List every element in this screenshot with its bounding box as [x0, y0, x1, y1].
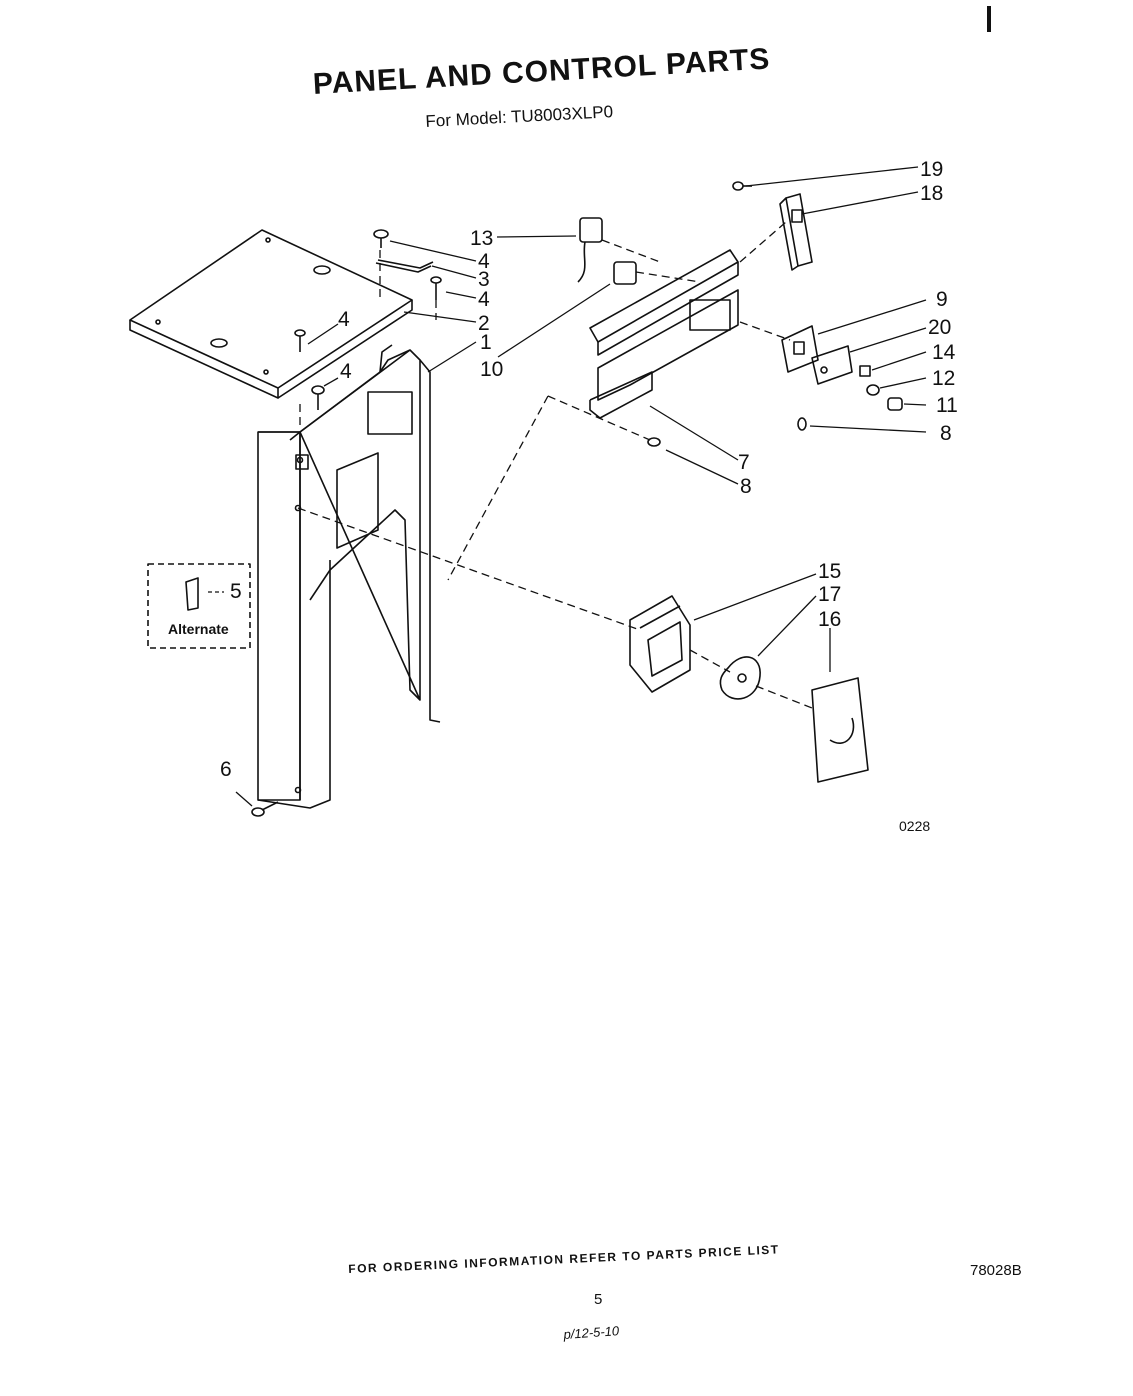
figure-code: 0228	[899, 818, 931, 834]
part-14-knob	[859, 365, 871, 377]
alternate-box	[147, 563, 251, 649]
callout-4-a: 4	[478, 250, 490, 273]
part-4-screws	[294, 229, 442, 410]
callout-20: 20	[928, 316, 951, 339]
callout-9: 9	[936, 288, 948, 311]
callout-17: 17	[818, 583, 841, 606]
part-5-alternate	[185, 577, 199, 611]
part-12-washer	[866, 384, 880, 396]
part-17-dial	[719, 656, 761, 700]
callout-8-a: 8	[940, 422, 952, 445]
callout-2: 2	[478, 312, 490, 335]
part-8-screws	[647, 417, 807, 447]
callout-19: 19	[920, 158, 943, 181]
part-20-plate	[811, 345, 853, 385]
callout-16: 16	[818, 608, 841, 631]
callout-4-b: 4	[478, 288, 490, 311]
callout-15: 15	[818, 560, 841, 583]
callout-10: 10	[480, 358, 503, 381]
callout-7: 7	[738, 451, 750, 474]
callout-1: 1	[480, 331, 492, 354]
part-16-dial-plate	[811, 677, 869, 783]
part-2-cover-plate	[129, 229, 413, 399]
part-3-clip	[375, 259, 434, 273]
callout-11: 11	[936, 394, 958, 417]
part-13-switch	[577, 217, 603, 283]
callout-18: 18	[920, 182, 943, 205]
alternate-label: Alternate	[168, 621, 229, 637]
page-number: 5	[594, 1291, 603, 1308]
callout-13: 13	[470, 227, 493, 250]
part-15-dial-housing	[629, 595, 691, 693]
callout-12: 12	[932, 367, 955, 390]
part-7-bracket	[589, 249, 739, 419]
callout-4-d: 4	[340, 360, 352, 383]
part-10-connector	[613, 261, 637, 285]
part-11-knob	[887, 397, 903, 411]
part-6-screw	[251, 801, 279, 817]
callout-5: 5	[230, 580, 242, 603]
scan-mark	[987, 6, 991, 32]
callout-8-b: 8	[740, 475, 752, 498]
callout-4-c: 4	[338, 308, 350, 331]
callout-14: 14	[932, 341, 956, 364]
callout-3: 3	[478, 268, 490, 291]
part-1-side-panel	[257, 344, 441, 809]
part-18-housing	[779, 193, 813, 271]
callout-6: 6	[220, 758, 232, 781]
part-9-plate	[781, 325, 819, 373]
document-number: 78028B	[970, 1262, 1022, 1279]
